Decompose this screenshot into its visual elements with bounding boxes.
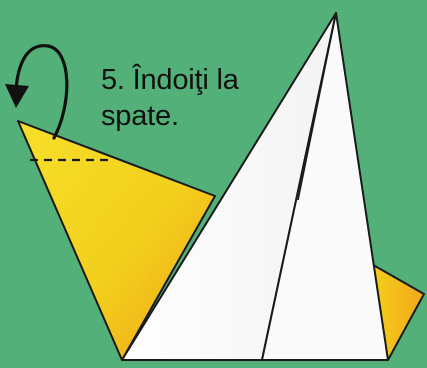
step-instruction: 5. Îndoiţi la spate. (101, 62, 301, 134)
instruction-line-1: 5. Îndoiţi la (101, 64, 239, 96)
white-right-face (261, 12, 389, 361)
fold-back-arrow-icon (5, 44, 69, 140)
yellow-head-flap (17, 120, 216, 361)
crease-line (297, 12, 337, 201)
instruction-line-2: spate. (101, 100, 179, 132)
